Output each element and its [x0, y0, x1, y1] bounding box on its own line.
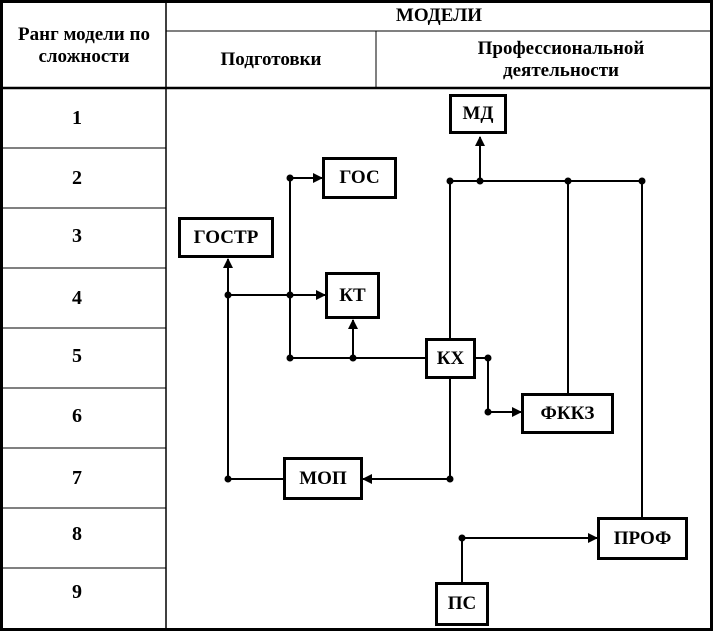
node-kh: КХ: [425, 338, 476, 379]
rank-label: 7: [72, 466, 82, 489]
rank-label: 4: [72, 286, 82, 309]
node-kt: КТ: [325, 272, 380, 319]
models-title: МОДЕЛИ: [395, 5, 483, 27]
node-prof: ПРОФ: [597, 517, 688, 560]
rank-row-dividers: [1, 147, 166, 569]
rank-label: 6: [72, 404, 82, 427]
node-md: МД: [449, 94, 507, 134]
rank-label: 1: [72, 106, 82, 129]
node-mop: МОП: [283, 457, 363, 500]
junction-dots: [224, 174, 646, 542]
rank-label: 3: [72, 224, 82, 247]
rank-column-title: Ранг модели по сложности: [18, 24, 150, 67]
rank-label: 8: [72, 522, 82, 545]
node-ps: ПС: [435, 582, 489, 626]
node-gos: ГОС: [322, 157, 397, 199]
node-fkkz: ФККЗ: [521, 393, 614, 434]
training-column-title: Подготовки: [220, 48, 322, 70]
rank-label: 9: [72, 580, 82, 603]
rank-label: 2: [72, 166, 82, 189]
professional-column-title: Профессиональной деятельности: [477, 37, 645, 81]
rank-label: 5: [72, 344, 82, 367]
node-gostr: ГОСТР: [178, 217, 274, 258]
